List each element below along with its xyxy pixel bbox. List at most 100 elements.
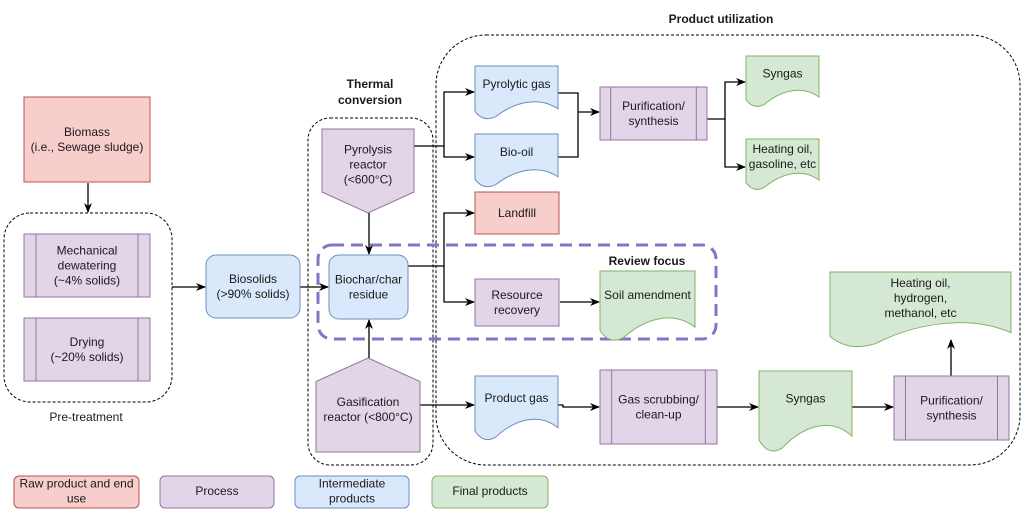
node-heating-oil-bottom-label: hydrogen, xyxy=(894,291,947,305)
node-gasification-reactor-label: reactor (<800°C) xyxy=(323,410,412,424)
node-heating-oil-bottom-label: methanol, etc xyxy=(884,306,956,320)
node-biochar-shape xyxy=(328,254,409,320)
node-pyrolytic-gas-shape xyxy=(474,65,559,120)
node-pyrolysis-reactor-label: (<600°C) xyxy=(344,172,393,186)
node-pyrolysis-reactor-shape xyxy=(321,128,415,214)
arrow-biochar-resource xyxy=(443,266,475,306)
node-pyrolytic-gas-label: Pyrolytic gas xyxy=(482,77,550,91)
node-syngas-bottom[interactable]: Syngas xyxy=(758,370,853,452)
node-syngas-bottom-label: Syngas xyxy=(785,392,825,406)
legend-item-raw-label: use xyxy=(67,492,87,506)
legend-item-process-swatch xyxy=(159,475,275,509)
node-soil-amendment-shape xyxy=(599,270,696,341)
legend-item-intermediate-label: Intermediate xyxy=(319,477,386,491)
node-purification-top-label: synthesis xyxy=(628,114,678,128)
node-drying-label: Drying xyxy=(70,335,105,349)
node-drying-label: (~20% solids) xyxy=(50,350,123,364)
node-pyrolysis-reactor-label: Pyrolysis xyxy=(344,142,392,156)
node-biomass[interactable]: Biomass(i.e., Sewage sludge) xyxy=(23,96,151,183)
node-bio-oil[interactable]: Bio-oil xyxy=(474,133,559,188)
node-soil-amendment[interactable]: Soil amendment xyxy=(599,270,696,341)
arrow-pyrolysis-pyrolyticgas xyxy=(413,88,475,147)
node-soil-amendment-label: Soil amendment xyxy=(604,288,691,302)
legend-item-final-label: Final products xyxy=(452,484,527,498)
node-mechanical-dewatering-shape xyxy=(23,233,151,298)
node-drying[interactable]: Drying(~20% solids) xyxy=(23,317,151,382)
legend-item-intermediate-label: products xyxy=(329,492,375,506)
node-syngas-top[interactable]: Syngas xyxy=(745,55,820,107)
node-syngas-top-label: Syngas xyxy=(762,66,802,80)
thermal-conversion-label-1: Thermal xyxy=(347,77,394,91)
node-purification-top[interactable]: Purification/synthesis xyxy=(599,86,708,141)
arrow-biochar-landfill xyxy=(407,209,475,267)
arrow-purification-syngas xyxy=(707,78,746,120)
review-focus-label: Review focus xyxy=(609,254,686,268)
node-biosolids-shape xyxy=(205,254,301,319)
node-gas-scrubbing-shape xyxy=(599,369,718,445)
legend-item-raw-label: Raw product and end xyxy=(19,477,133,491)
node-purification-bottom[interactable]: Purification/synthesis xyxy=(893,375,1010,441)
node-biosolids[interactable]: Biosolids(>90% solids) xyxy=(205,254,301,319)
node-resource-recovery-label: recovery xyxy=(494,303,540,317)
arrow-pyrolysis-biooil xyxy=(443,146,475,161)
node-purification-bottom-label: synthesis xyxy=(926,409,976,423)
node-heating-oil-bottom-label: Heating oil, xyxy=(890,276,950,290)
node-heating-oil-top-label: Heating oil, xyxy=(752,142,812,156)
arrow-productgas-scrubbing xyxy=(558,403,600,411)
connectors xyxy=(84,78,955,411)
node-pyrolytic-gas[interactable]: Pyrolytic gas xyxy=(474,65,559,120)
product-utilization-label: Product utilization xyxy=(669,12,774,26)
node-gas-scrubbing-label: clean-up xyxy=(635,408,681,422)
node-resource-recovery-label: Resource xyxy=(491,288,543,302)
node-heating-oil-top[interactable]: Heating oil,gasoline, etc xyxy=(745,138,820,190)
legend-item-process-label: Process xyxy=(195,484,238,498)
node-gas-scrubbing-label: Gas scrubbing/ xyxy=(618,393,699,407)
node-heating-oil-bottom[interactable]: Heating oil,hydrogen,methanol, etc xyxy=(829,271,1012,347)
node-heating-oil-top-shape xyxy=(745,138,820,190)
node-drying-shape xyxy=(23,317,151,382)
node-landfill-shape xyxy=(474,191,560,235)
legend-item-process: Process xyxy=(159,475,275,509)
pre-treatment-label: Pre-treatment xyxy=(49,410,123,424)
node-biochar-label: Biochar/char xyxy=(335,273,402,287)
node-product-gas-shape xyxy=(474,375,559,441)
node-mechanical-dewatering-label: dewatering xyxy=(58,259,117,273)
node-heating-oil-bottom-shape xyxy=(829,271,1012,347)
legend-item-final: Final products xyxy=(431,475,549,509)
legend-item-raw-swatch xyxy=(13,475,140,509)
thermal-conversion-group xyxy=(307,117,434,466)
node-bio-oil-label: Bio-oil xyxy=(500,145,533,159)
node-product-gas[interactable]: Product gas xyxy=(474,375,559,441)
node-heating-oil-top-label: gasoline, etc xyxy=(749,157,816,171)
node-pyrolysis-reactor-label: reactor xyxy=(349,157,386,171)
node-landfill[interactable]: Landfill xyxy=(474,191,560,235)
node-gas-scrubbing[interactable]: Gas scrubbing/clean-up xyxy=(599,369,718,445)
legend-item-intermediate-swatch xyxy=(294,475,410,509)
node-biomass-label: Biomass xyxy=(64,125,110,139)
node-mechanical-dewatering-label: Mechanical xyxy=(57,244,118,258)
review-focus-group xyxy=(316,243,718,341)
node-product-gas-label: Product gas xyxy=(484,391,548,405)
node-gasification-reactor-label: Gasification xyxy=(337,395,400,409)
node-gasification-reactor-shape xyxy=(315,357,421,453)
node-biosolids-label: Biosolids xyxy=(229,272,277,286)
node-biochar-label: residue xyxy=(349,288,389,302)
node-resource-recovery-shape xyxy=(474,278,560,327)
node-purification-bottom-label: Purification/ xyxy=(920,394,983,408)
node-syngas-top-shape xyxy=(745,55,820,107)
node-purification-top-shape xyxy=(599,86,708,141)
pre-treatment-group xyxy=(3,212,173,403)
node-bio-oil-shape xyxy=(474,133,559,188)
node-syngas-bottom-shape xyxy=(758,370,853,452)
node-landfill-label: Landfill xyxy=(498,206,536,220)
line-biooil-merge xyxy=(558,112,579,158)
node-biomass-label: (i.e., Sewage sludge) xyxy=(31,140,144,154)
